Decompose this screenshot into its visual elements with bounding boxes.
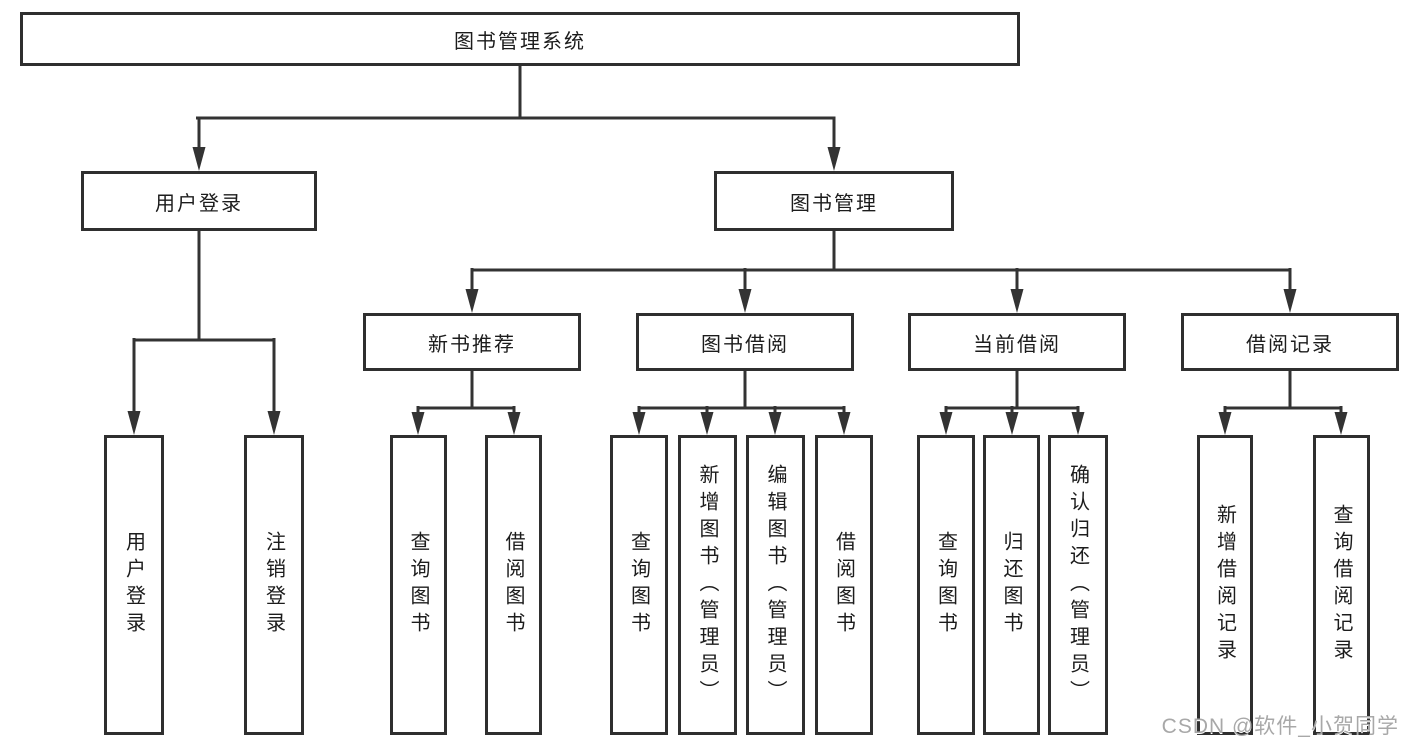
leaf-logout: 注销登录 [244,435,304,735]
node-book-borrowing: 图书借阅 [636,313,854,371]
node-book-management: 图书管理 [714,171,954,231]
leaf-borrow-add-books-admin: 新增图书（管理员） [678,435,737,735]
node-label: 新书推荐 [428,333,516,356]
node-label: 借阅图书 [502,531,524,639]
node-label: 确认归还（管理员） [1066,463,1089,707]
node-label: 查询借阅记录 [1330,504,1352,666]
node-borrowing-records: 借阅记录 [1181,313,1399,371]
node-label: 新增借阅记录 [1213,504,1236,666]
node-label: 新增图书（管理员） [696,463,718,707]
leaf-newbook-borrow-books: 借阅图书 [485,435,542,735]
leaf-current-confirm-return-admin: 确认归还（管理员） [1048,435,1108,735]
leaf-borrow-edit-books-admin: 编辑图书（管理员） [746,435,805,735]
node-label: 图书借阅 [701,333,789,356]
node-label: 借阅记录 [1246,333,1334,356]
node-label: 查询图书 [934,531,957,639]
node-label: 用户登录 [122,531,145,639]
node-label: 当前借阅 [973,333,1061,356]
leaf-records-add-record: 新增借阅记录 [1197,435,1253,735]
node-label: 图书管理系统 [454,30,586,53]
node-new-book-recommend: 新书推荐 [363,313,581,371]
node-label: 注销登录 [262,531,285,639]
node-label: 查询图书 [627,531,650,639]
node-label: 归还图书 [1000,531,1022,639]
node-label: 编辑图书（管理员） [764,463,786,707]
leaf-user-login: 用户登录 [104,435,164,735]
node-root-library-system: 图书管理系统 [20,12,1020,66]
node-label: 用户登录 [155,192,243,215]
leaf-borrow-borrow-books: 借阅图书 [815,435,873,735]
leaf-current-query-books: 查询图书 [917,435,975,735]
leaf-current-return-books: 归还图书 [983,435,1040,735]
leaf-borrow-query-books: 查询图书 [610,435,668,735]
leaf-newbook-query-books: 查询图书 [390,435,447,735]
node-user-login: 用户登录 [81,171,317,231]
node-label: 借阅图书 [832,531,855,639]
node-current-borrowing: 当前借阅 [908,313,1126,371]
leaf-records-query-record: 查询借阅记录 [1313,435,1370,735]
node-label: 图书管理 [790,192,878,215]
node-label: 查询图书 [407,531,429,639]
